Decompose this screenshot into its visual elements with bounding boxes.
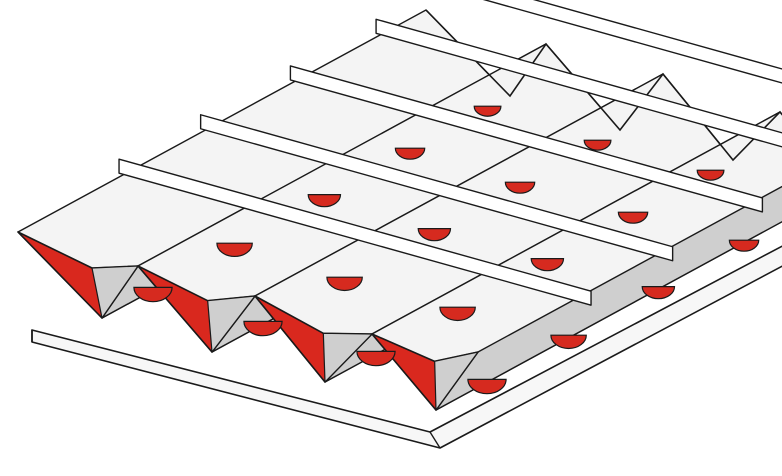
spacer-bead — [473, 105, 502, 117]
spacer-strip — [118, 158, 592, 306]
spacer-bead — [728, 239, 760, 252]
pleat-end-shade — [91, 265, 139, 319]
spacer-bead — [467, 378, 507, 395]
base-plate — [31, 245, 782, 449]
spacer-bead — [394, 147, 426, 160]
spacer-bead — [417, 227, 452, 242]
spacer-bead — [696, 169, 725, 181]
spacer-bead — [243, 320, 283, 337]
pleat-end-shade — [434, 351, 479, 411]
spacer-bead — [133, 286, 173, 303]
spacer-bead — [583, 139, 612, 151]
pleat-end-triangles — [17, 231, 479, 411]
base-plate-corner — [429, 431, 441, 449]
spacer-bead — [439, 306, 476, 322]
spacer-bead — [216, 242, 253, 258]
spacer-strips — [118, 0, 782, 306]
spacer-strip — [289, 65, 764, 213]
spacer-strip — [199, 114, 674, 262]
spacer-bead — [641, 285, 676, 300]
spacer-bead — [530, 257, 565, 272]
spacer-bead — [550, 334, 587, 350]
pleat-back-edge — [425, 9, 782, 162]
spacer-bead — [356, 350, 396, 367]
spacer-beads — [133, 105, 760, 395]
spacer-bead — [326, 276, 363, 292]
spacer-bead — [617, 211, 649, 224]
spacer-strip — [482, 0, 782, 84]
spacer-bead — [307, 193, 342, 208]
pleat-end-shade — [322, 332, 373, 383]
spacer-bead — [504, 181, 536, 194]
pleat-end-shade — [207, 295, 256, 353]
spacer-strip — [375, 18, 782, 148]
